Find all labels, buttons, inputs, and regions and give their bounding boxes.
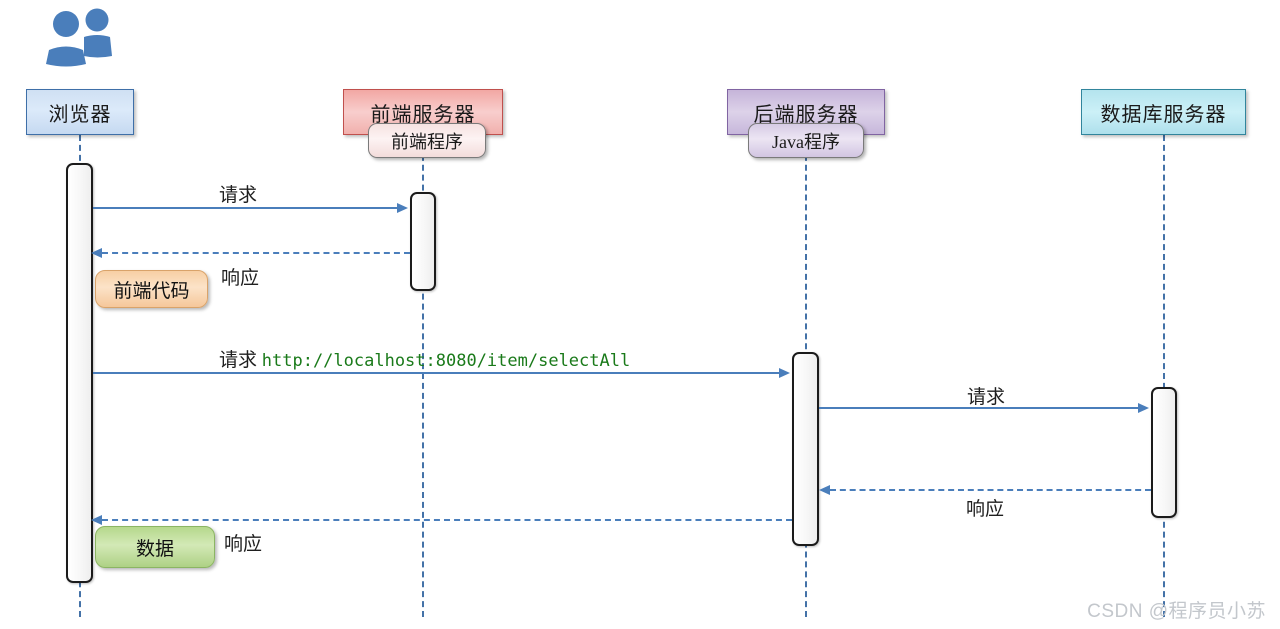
message-3-url-text: http://localhost:8080/item/selectAll	[261, 351, 631, 371]
message-3-label-text: 请求	[219, 350, 258, 371]
message-1-arrowhead	[397, 202, 408, 213]
message-1-label: 请求	[219, 180, 257, 207]
subbox-java-program-label: Java程序	[772, 131, 840, 152]
message-5-label: 响应	[966, 494, 1004, 521]
message-6-label-text: 响应	[224, 534, 263, 555]
activation-bar-browser	[66, 163, 93, 583]
subbox-frontend-program-label: 前端程序	[391, 131, 463, 152]
activation-bar-frontend	[410, 192, 436, 291]
message-4-label: 请求	[967, 382, 1005, 409]
participant-database[interactable]: 数据库服务器	[1081, 89, 1246, 135]
lifeline-database	[1163, 135, 1165, 617]
note-frontend-code-label: 前端代码	[113, 280, 190, 302]
message-3-arrowhead	[779, 367, 790, 378]
message-3-line	[93, 372, 779, 374]
csdn-watermark: CSDN @程序员小苏	[1087, 601, 1266, 622]
participant-frontend-label: 前端服务器	[370, 103, 476, 126]
message-3-label: 请求 http://localhost:8080/item/selectAll	[219, 345, 630, 372]
message-5-arrowhead	[819, 484, 830, 495]
message-4-label-text: 请求	[967, 387, 1006, 408]
message-6-arrowhead	[91, 514, 102, 525]
message-4-arrowhead	[1138, 402, 1149, 413]
message-6-line	[102, 519, 792, 521]
message-2-label: 响应	[221, 263, 259, 290]
participant-browser-label: 浏览器	[48, 103, 112, 126]
activation-bar-backend	[792, 352, 819, 546]
people-icon	[46, 8, 112, 67]
participant-database-label: 数据库服务器	[1100, 103, 1227, 126]
participant-backend-label: 后端服务器	[753, 103, 859, 126]
message-5-label-text: 响应	[966, 499, 1005, 520]
note-data-label: 数据	[135, 538, 174, 560]
activation-bar-database	[1151, 387, 1177, 518]
message-2-line	[102, 252, 410, 254]
note-frontend-code[interactable]: 前端代码	[95, 270, 208, 308]
lifeline-frontend	[422, 135, 424, 617]
message-2-arrowhead	[91, 247, 102, 258]
message-5-line	[830, 489, 1151, 491]
message-1-label-text: 请求	[219, 185, 258, 206]
subbox-frontend-program[interactable]: 前端程序	[368, 123, 486, 158]
message-4-line	[819, 407, 1138, 409]
message-2-label-text: 响应	[221, 268, 260, 289]
participant-browser[interactable]: 浏览器	[26, 89, 134, 135]
note-data[interactable]: 数据	[95, 526, 215, 568]
subbox-java-program[interactable]: Java程序	[748, 123, 864, 158]
message-1-line	[93, 207, 397, 209]
message-6-label: 响应	[224, 529, 262, 556]
